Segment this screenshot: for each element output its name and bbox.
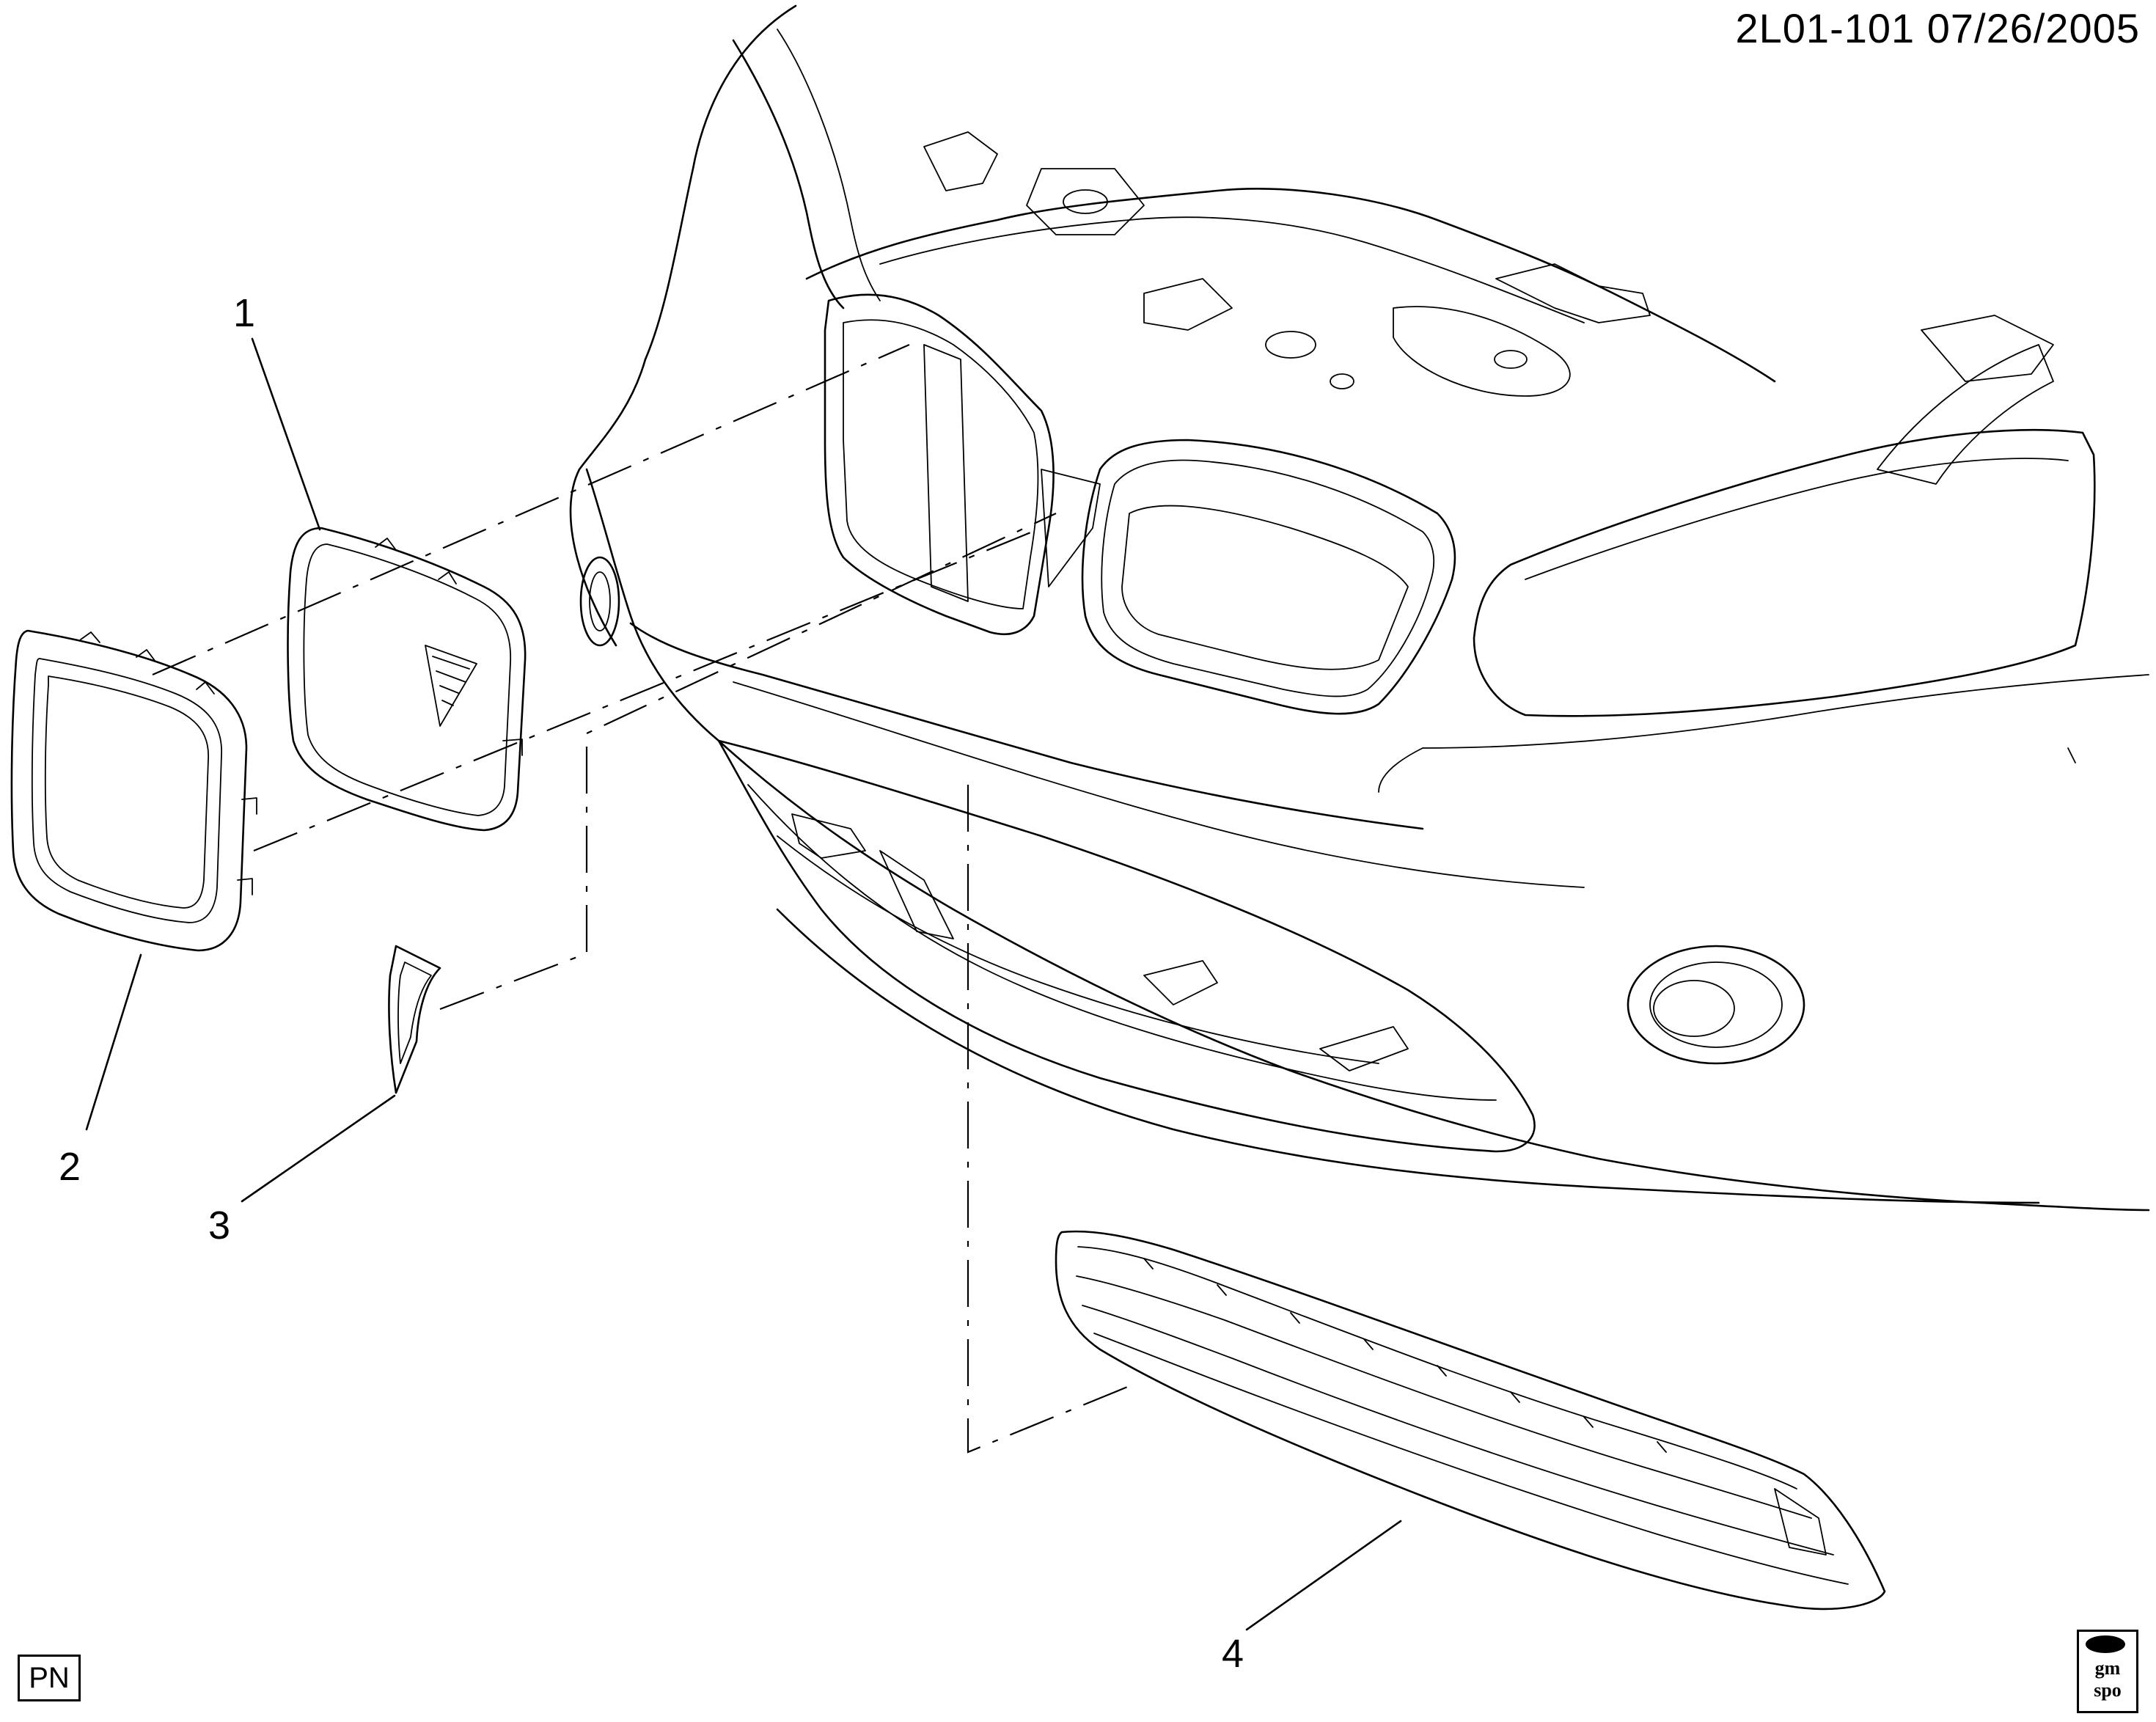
callout-4: 4 [1222,1632,1244,1676]
leader-lines [85,337,1402,1631]
drawing-reference: 2L01-101 07/26/2005 [1735,5,2140,51]
gm-spo-logo: gm spo [2077,1630,2138,1713]
vehicle-front-end [569,4,2150,1212]
part-2-grille-surround [10,629,257,952]
logo-text-line1: gm [2094,1657,2121,1679]
logo-text-line2: spo [2094,1679,2122,1701]
pn-badge: PN [18,1655,81,1701]
part-4-lower-grille [1055,1230,1886,1611]
callout-3: 3 [208,1203,231,1247]
callout-2: 2 [59,1145,81,1189]
part-3-emblem [388,945,441,1094]
callout-1: 1 [233,291,256,335]
part-1-grille-insert [287,527,527,832]
phantom-lines [152,343,1130,1454]
logo-oval-icon [2086,1635,2125,1653]
